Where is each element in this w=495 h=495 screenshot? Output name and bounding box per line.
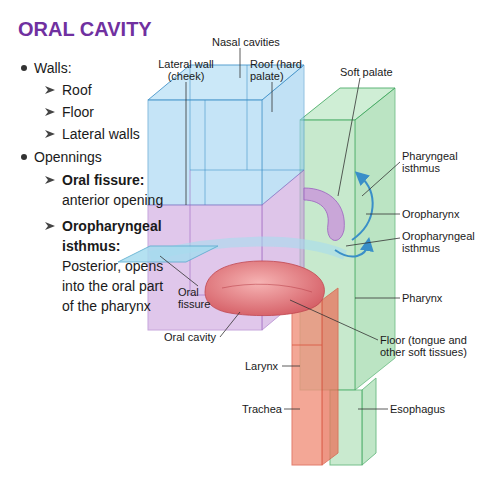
part-label: Larynx	[245, 360, 285, 372]
bullet-item: Walls:	[34, 58, 154, 78]
part-label: Lateral wall (cheek)	[155, 58, 217, 82]
leader-line	[290, 300, 378, 340]
leader-line	[282, 366, 300, 367]
airflow-arrow	[352, 176, 373, 240]
sub-bullet-heading: Oral fissure:	[62, 170, 162, 190]
tongue-groove	[222, 284, 312, 292]
nasal-septum	[247, 65, 248, 170]
part-label: Pharyngeal isthmus	[402, 150, 466, 174]
sub-bullet-arrow	[45, 86, 55, 94]
leader-line	[240, 48, 241, 78]
sub-bullet-arrow	[45, 222, 55, 230]
airflow-arrow	[335, 244, 368, 257]
part-label: Oral fissure	[178, 286, 223, 310]
leader-lines	[160, 48, 400, 409]
part-label: Trachea	[242, 403, 286, 415]
part-label: Oropharynx	[402, 208, 482, 220]
sub-bullet-arrow	[45, 130, 55, 138]
larynx-edge	[292, 345, 322, 346]
trachea-side-face	[322, 288, 338, 465]
larynx-trachea-tube	[292, 300, 322, 465]
leader-line	[220, 312, 240, 337]
leader-line	[160, 256, 198, 286]
part-label: Pharynx	[402, 292, 482, 304]
sub-bullet-heading: Oropharyngeal isthmus:	[62, 216, 166, 256]
sub-bullet-arrow	[45, 108, 55, 116]
bullet-dot	[21, 65, 27, 71]
nasal-septum	[205, 100, 206, 205]
leader-line	[272, 82, 273, 112]
leader-line	[346, 238, 400, 246]
part-label: Soft palate	[340, 66, 410, 78]
sub-bullet-arrow	[45, 176, 55, 184]
sub-bullet-item: Floor	[62, 102, 152, 122]
part-label: Esophagus	[390, 403, 460, 415]
leader-line	[366, 214, 400, 215]
leader-line	[358, 409, 388, 410]
leader-line	[186, 82, 187, 205]
sub-bullet-item: Lateral walls	[62, 124, 162, 144]
slide-title: ORAL CAVITY	[18, 18, 152, 41]
esophagus-side-face	[362, 378, 376, 465]
sub-bullet-item: Roof	[62, 80, 152, 100]
part-label: Oral cavity	[164, 331, 234, 343]
bullet-dot	[21, 154, 27, 160]
leader-line	[284, 409, 300, 410]
nasal-front-face	[148, 100, 262, 205]
leader-line	[355, 298, 400, 299]
sub-bullet-text: anterior opening	[62, 190, 182, 210]
part-label: Nasal cavities	[212, 36, 292, 48]
part-label: Roof (hard palate)	[250, 58, 314, 82]
part-label: Oropharyngeal isthmus	[402, 230, 486, 254]
oral-edge	[190, 170, 191, 295]
part-label: Floor (tongue and other soft tissues)	[380, 334, 484, 358]
sub-bullet-text: Posterior, opens into the oral part of t…	[62, 256, 174, 316]
leader-line	[338, 78, 360, 196]
nasal-edge	[190, 170, 304, 171]
bullet-item: Opennings	[34, 147, 154, 167]
leader-line	[362, 162, 400, 196]
